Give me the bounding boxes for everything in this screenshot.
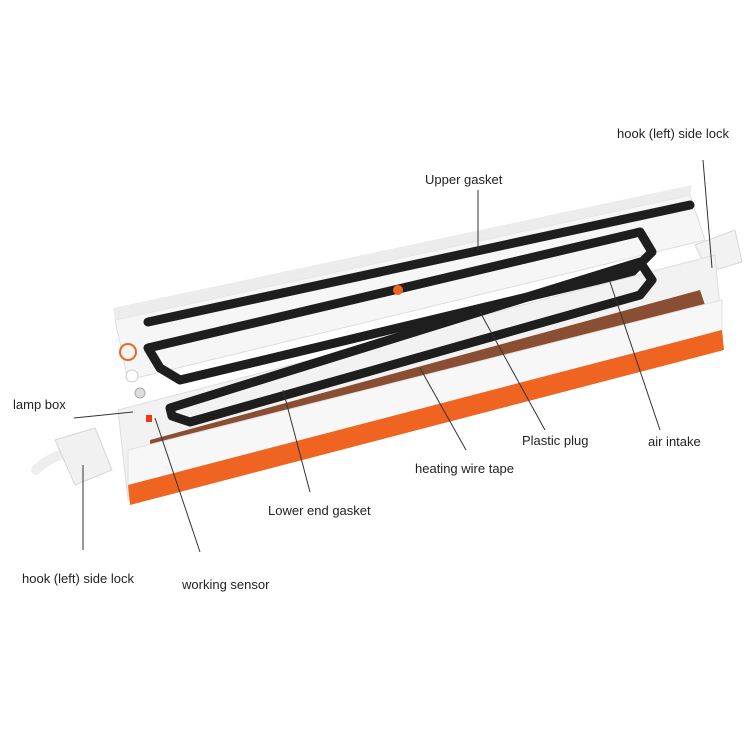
label-working-sensor: working sensor (182, 577, 270, 592)
leader-lines (73, 159, 713, 553)
lid (113, 185, 743, 399)
label-lamp-box: lamp box (13, 397, 66, 412)
label-hook-right: hook (left) side lock (617, 126, 729, 141)
orange-base-strip (128, 330, 724, 505)
label-plastic-plug: Plastic plug (522, 433, 589, 448)
label-air-intake: air intake (648, 434, 701, 449)
label-hook-left: hook (left) side lock (22, 571, 134, 586)
label-lower-end-gasket: Lower end gasket (268, 503, 371, 518)
base (54, 254, 724, 505)
label-heating-wire-tape: heating wire tape (415, 461, 515, 476)
working-sensor-indicator (146, 415, 152, 422)
plastic-plug-dot (393, 285, 403, 295)
left-hook (54, 427, 113, 486)
label-upper-gasket: Upper gasket (425, 172, 503, 187)
